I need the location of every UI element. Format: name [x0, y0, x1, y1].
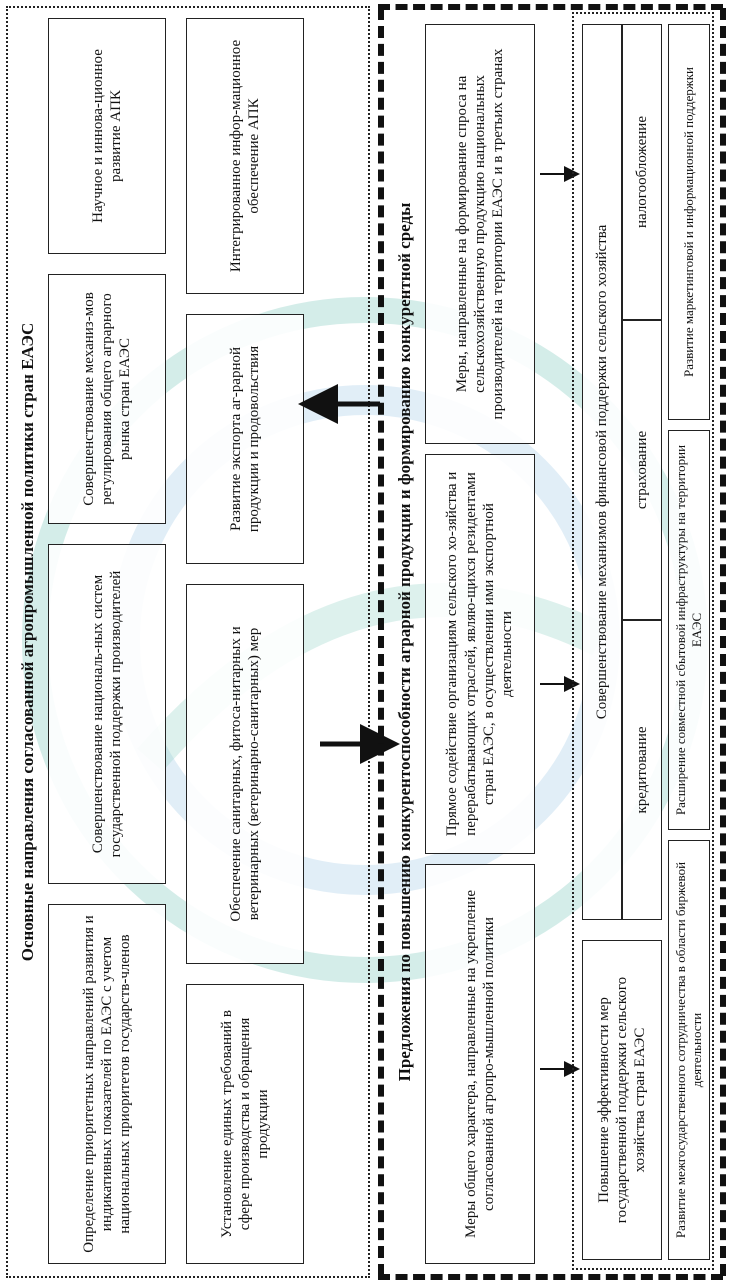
- top-section-heading: Основные направления согласованной агроп…: [18, 322, 37, 962]
- box-finance-title: Совершенствование механизмов финансовой …: [582, 24, 622, 920]
- finance-item-insurance: страхование: [622, 320, 662, 620]
- measure-general: Меры общего характера, направленные на у…: [425, 864, 535, 1264]
- top-box-sanitary-measures: Обеспечение санитарных, фитоса-нитарных …: [186, 584, 304, 964]
- top-box-export-development: Развитие экспорта аг-рарной продукции и …: [186, 314, 304, 564]
- bottom-section-right-border: [378, 4, 723, 10]
- bottom-section-heading: Предложения по повышению конкурентоспосо…: [395, 202, 414, 1082]
- finance-item-credit: кредитование: [622, 620, 662, 920]
- box-sales-infrastructure: Расширение совместной сбытовой инфрастру…: [668, 430, 710, 830]
- top-box-information-support: Интегрированное инфор-мационное обеспече…: [186, 18, 304, 294]
- top-box-unified-requirements: Установление единых требований в сфере п…: [186, 984, 304, 1264]
- finance-item-taxation: налогообложение: [622, 24, 662, 320]
- measure-export-support: Прямое содействие организациям сельского…: [425, 454, 535, 854]
- box-exchange-cooperation: Развитие межгосударственного сотрудничес…: [668, 840, 710, 1260]
- bottom-section-left-border: [378, 1274, 723, 1280]
- bottom-section-top-border: [378, 8, 384, 1276]
- top-box-national-support: Совершенствование националь-ных систем г…: [48, 544, 166, 884]
- measure-demand-formation: Меры, направленные на формирование спрос…: [425, 24, 535, 444]
- box-marketing-support: Развитие маркетинговой и информационной …: [668, 24, 710, 420]
- bottom-section-bottom-border: [720, 8, 726, 1276]
- top-box-priority-directions: Определение приоритетных направлений раз…: [48, 904, 166, 1264]
- top-box-market-regulation: Совершенствование механиз-мов регулирова…: [48, 274, 166, 524]
- top-box-science-innovation: Научное и иннова-ционное развитие АПК: [48, 18, 166, 254]
- box-efficiency: Повышение эффективности мер государствен…: [582, 940, 662, 1260]
